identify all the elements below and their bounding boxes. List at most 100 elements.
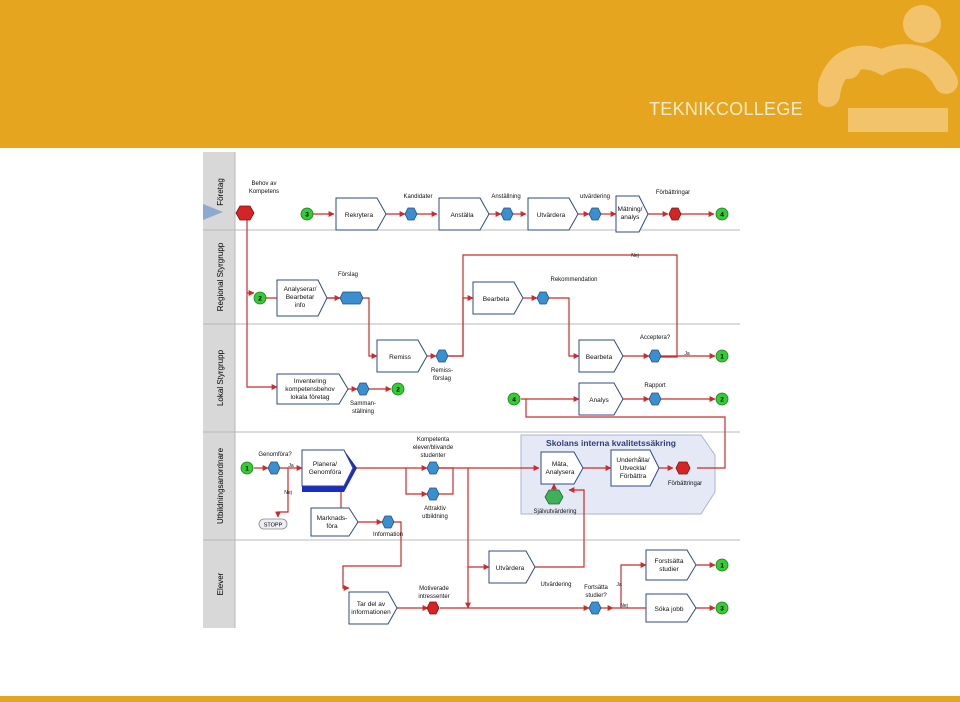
lane-label-foretag: Företag (216, 178, 225, 206)
process-marknads-label-2: föra (326, 523, 338, 530)
process-analyserar (276, 279, 328, 317)
label-fortsatta-1: Fortsätta (584, 585, 608, 591)
label-remissforslag-2: förslag (433, 376, 451, 382)
connector-1-utb: 1 (245, 466, 249, 473)
process-fortsatta-label-1: Forstsätta (655, 558, 684, 565)
label-forbattringar-kvalitet: Förbättringar (668, 481, 702, 487)
process-mata-label-2: Analysera (546, 469, 575, 476)
process-utvardera2-label: Utvärdera (496, 565, 525, 572)
process-planera-label-1: Planera/ (313, 461, 337, 468)
process-anstalla-label: Anställa (450, 212, 474, 219)
process-matning (615, 195, 649, 233)
label-ja-genomfora: Ja (288, 463, 294, 469)
label-kompetenta-3: studenter (420, 453, 445, 459)
process-shapes (276, 195, 697, 625)
label-motiverade-1: Motiverade (419, 586, 449, 592)
label-forbattringar-top: Förbättringar (656, 190, 690, 196)
stopp-label: STOPP (264, 523, 283, 529)
connector-2-rapport: 2 (720, 397, 724, 404)
process-underhalla-label-1: Underhålla/ (616, 456, 649, 464)
process-marknads-label-1: Marknads- (317, 515, 348, 522)
process-analys (578, 382, 624, 416)
process-bearbeta1-label: Bearbeta (483, 296, 510, 303)
process-diagram: Företag Regional Styrgrupp Lokal Styrgru… (203, 152, 740, 628)
process-soka-label: Söka jobb (655, 606, 684, 613)
label-attraktiv-1: Attraktiv (424, 506, 446, 512)
label-behov-1: Behov av (251, 181, 276, 187)
label-kandidater: Kandidater (403, 194, 432, 200)
process-remiss-label: Remiss (389, 354, 411, 361)
process-soka (645, 593, 697, 623)
process-fortsatta-label-2: studier (659, 566, 679, 573)
label-information: Information (373, 532, 403, 538)
process-underhalla-label-2: Utveckla/ (620, 465, 647, 472)
process-marknads (310, 507, 359, 537)
process-anstalla (438, 197, 490, 231)
label-remissforslag-1: Remiss- (431, 368, 453, 374)
process-inventering-label-1: Inventering (294, 378, 327, 385)
label-utvardering-elever: Utvärdering (540, 582, 571, 588)
process-inventering-label-3: lokala företag (290, 394, 329, 401)
event-hexagons (267, 207, 662, 615)
process-planera (301, 449, 354, 487)
trigger-hexagons (235, 205, 691, 615)
connector-1-lokal: 1 (720, 354, 724, 361)
stopp-terminator (258, 518, 288, 530)
kvalitet-title: Skolans interna kvalitetssäkring (546, 438, 676, 448)
label-nej-top: Nej (631, 253, 639, 259)
lane-pointer-icon (203, 204, 223, 220)
process-rekrytera (335, 197, 387, 231)
label-fortsatta-2: studier? (585, 593, 607, 599)
process-rekrytera-label: Rekrytera (345, 212, 374, 219)
process-underhalla-label-3: Förbättra (620, 473, 647, 480)
lane-label-elever: Elever (216, 572, 225, 595)
process-bearbeta2 (578, 339, 624, 373)
process-bearbeta1 (472, 281, 524, 315)
process-fortsatta (645, 549, 697, 581)
process-inventering-label-2: kompetensbehov (285, 386, 335, 393)
lane-label-regional: Regional Styrgrupp (216, 242, 225, 311)
brand-name: TEKNIKCOLLEGE (649, 99, 803, 119)
lane-header-column (203, 152, 235, 628)
label-ja-fortsatta: Ja (616, 582, 622, 588)
process-planera-label-2: Genomföra (309, 469, 342, 476)
process-tardel-label-1: Tar del av (357, 601, 386, 608)
process-analyserar-label-3: info (295, 302, 306, 309)
process-analys-label: Analys (589, 397, 609, 404)
label-rekommendation: Rekommendation (550, 277, 597, 283)
process-matning-label-2: analys (621, 214, 641, 221)
process-utvardera2 (488, 550, 536, 584)
connector-4-top: 4 (720, 212, 724, 219)
process-analyserar-label-1: Analyserar/ (284, 286, 317, 293)
process-inventering (276, 373, 349, 405)
process-tardel-label-2: informationen (351, 609, 391, 616)
process-utvardera1-label: Utvärdera (537, 212, 566, 219)
process-remiss (376, 339, 428, 373)
connector-3-elever: 3 (720, 606, 724, 613)
label-utvardering-top: utvärdering (580, 194, 610, 200)
process-tardel (348, 591, 398, 625)
process-matning-label-1: Mätning/ (618, 206, 643, 213)
sjalvutvardering-event-icon (544, 489, 564, 505)
label-sammanstallning-2: ställning (352, 409, 374, 415)
process-mata-label-1: Mäta, (552, 461, 568, 468)
label-sammanstallning-1: Samman- (350, 401, 376, 407)
footer-bar (0, 696, 960, 702)
connector-2-regional: 2 (258, 296, 262, 303)
label-nej-genomfora: Nej (284, 490, 292, 496)
process-bearbeta2-label: Bearbeta (586, 354, 613, 361)
header-banner: TEKNIKCOLLEGE (0, 0, 960, 148)
label-sjalvutvardering: Självutvärdering (533, 509, 576, 515)
label-motiverade-2: intressenter (418, 594, 449, 600)
flow-connectors (246, 211, 726, 611)
label-forslag: Förslag (338, 272, 358, 278)
process-utvardera1 (527, 197, 579, 231)
lane-label-utbildning: Utbildningsanordnare (216, 447, 225, 524)
label-ja-acceptera: Ja (684, 351, 690, 357)
label-genomfora: Genomföra? (258, 452, 292, 458)
connector-3-top: 3 (305, 212, 309, 219)
process-underhalla (610, 449, 660, 487)
lane-label-lokal: Lokal Styrgrupp (216, 349, 225, 406)
label-behov-2: Kompetens (249, 189, 279, 195)
process-mata (540, 451, 584, 485)
